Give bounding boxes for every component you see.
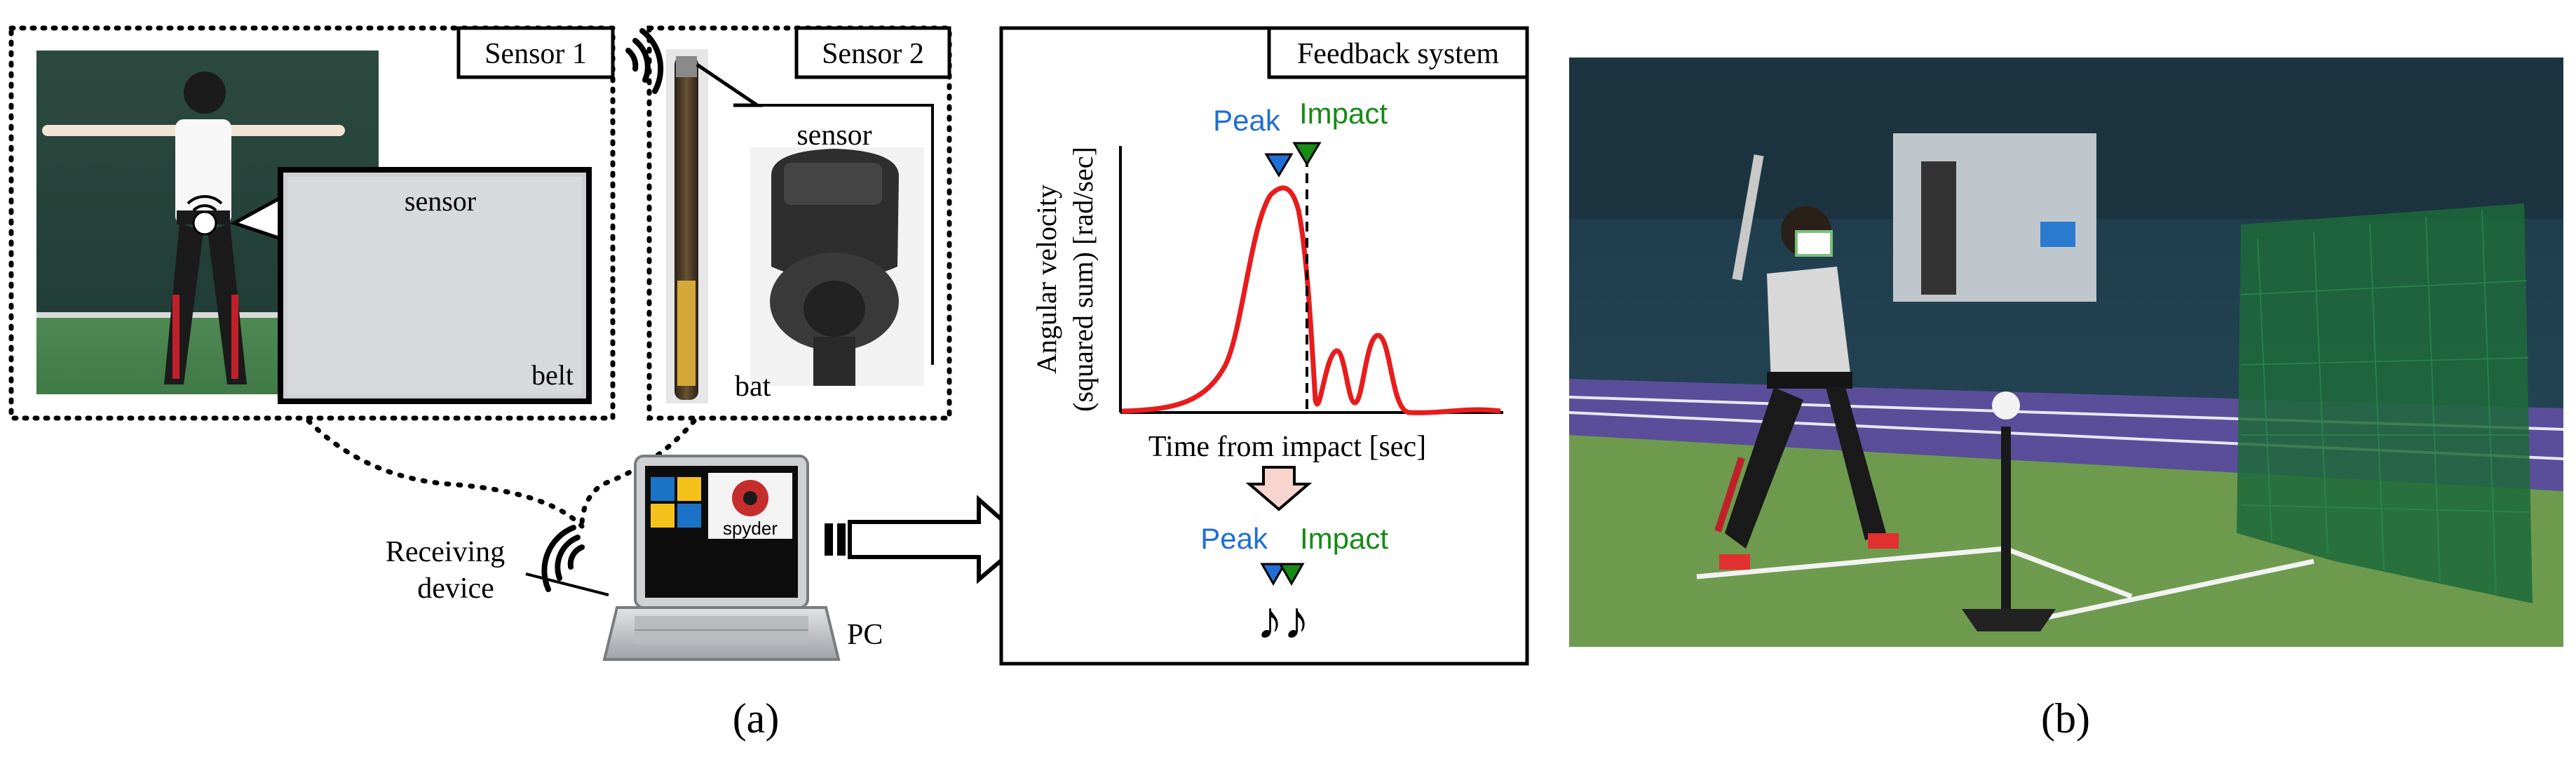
wireless-icon <box>625 28 664 94</box>
laptop-app-label: spyder <box>723 518 778 539</box>
sensor2-bracket <box>757 104 934 365</box>
sensor2-title: Sensor 2 <box>822 38 924 70</box>
receiving-device-label-line2: device <box>417 572 494 605</box>
connector-sensor2 <box>579 418 697 529</box>
music-notes-icon: ♪♪ <box>1256 591 1310 650</box>
sensor2-photo <box>666 49 708 403</box>
laptop-icon: spyder <box>602 455 841 661</box>
sensor2-device-photo <box>750 147 924 386</box>
receiving-device-label-line1: Receiving <box>386 536 505 568</box>
receiving-device-icon <box>541 525 585 592</box>
sensor1-title: Sensor 1 <box>484 38 587 70</box>
panel-a-label: (a) <box>733 695 780 742</box>
panel-b-label: (b) <box>2041 695 2090 742</box>
impact-marker <box>1292 142 1322 166</box>
output-impact-marker <box>1278 563 1305 587</box>
feedback-title: Feedback system <box>1297 38 1499 70</box>
receiving-device-leader <box>525 572 609 596</box>
chart-y-label-line2: (squared sum) [rad/sec] <box>1067 147 1099 412</box>
sensor1-title-box <box>456 26 615 79</box>
sensor2-bat-label: bat <box>735 370 771 403</box>
output-peak-label: Peak <box>1200 522 1268 555</box>
arrow-to-feedback <box>825 495 1029 584</box>
sensor1-box <box>8 25 616 421</box>
peak-marker <box>1264 153 1294 177</box>
output-impact-label: Impact <box>1300 522 1388 555</box>
feedback-box <box>999 26 1529 666</box>
panel-b-photo <box>1568 58 2564 647</box>
panel-a: sensor belt Sensor 1 sensor bat Sensor 2 <box>8 25 1529 742</box>
feedback-title-box <box>1267 26 1529 79</box>
sensor1-inset-belt-label: belt <box>531 359 574 391</box>
impact-label: Impact <box>1299 97 1388 130</box>
angular-velocity-curve <box>1121 185 1501 415</box>
down-arrow <box>1245 466 1313 511</box>
sensor1-inset-sensor-label: sensor <box>405 185 476 217</box>
pc-label: PC <box>847 619 883 651</box>
chart-y-label-line1: Angular velocity <box>1031 185 1062 374</box>
panel-b: (b) <box>1568 58 2564 742</box>
sensor2-sensor-label: sensor <box>796 119 872 152</box>
connector-sensor1 <box>306 418 585 529</box>
chart-x-label: Time from impact [sec] <box>1148 431 1426 463</box>
output-peak-marker <box>1260 563 1287 587</box>
velocity-chart: Peak Impact Angular velocity (squared su… <box>1031 97 1503 463</box>
sensor2-title-box <box>794 26 951 79</box>
peak-label: Peak <box>1213 104 1281 137</box>
